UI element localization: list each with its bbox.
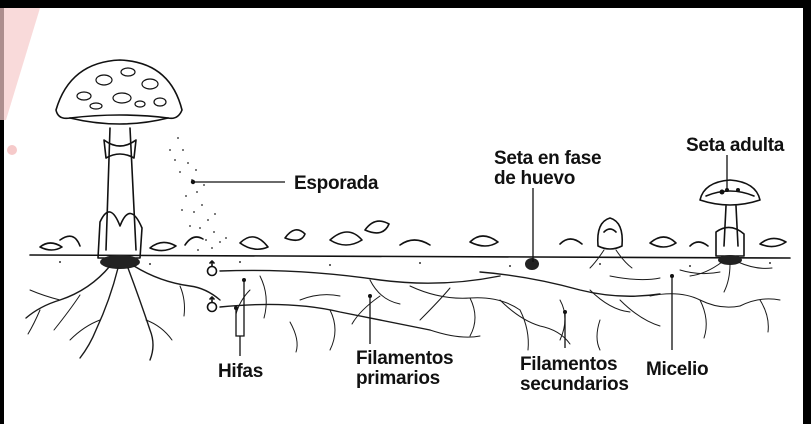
label-micelio: Micelio <box>646 359 708 380</box>
label-esporada: Esporada <box>294 173 379 194</box>
label-hifas: Hifas <box>218 361 263 382</box>
egg-phase-mushroom-small <box>525 258 539 270</box>
label-seta-adulta: Seta adulta <box>686 135 785 156</box>
egg-phase-mushroom <box>590 218 632 268</box>
label-seta-huevo-line1: Seta en fase <box>494 148 601 169</box>
corner-dot <box>7 145 17 155</box>
mycelium-network <box>220 270 780 352</box>
ground-line <box>30 255 790 258</box>
soil-texture <box>59 261 771 267</box>
adult-mushroom <box>690 180 772 292</box>
label-filamentos-secundarios-line2: secundarios <box>520 374 629 395</box>
label-filamentos-secundarios-line1: Filamentos <box>520 354 617 375</box>
corner-accent <box>0 8 40 120</box>
hyphae-symbols <box>208 261 217 312</box>
right-border <box>803 0 811 424</box>
top-border <box>0 0 811 8</box>
label-seta-huevo-line2: de huevo <box>494 168 575 189</box>
label-filamentos-primarios-line1: Filamentos <box>356 348 453 369</box>
large-mushroom-roots <box>26 266 220 360</box>
label-filamentos-primarios-line2: primarios <box>356 368 440 389</box>
surface-debris <box>40 221 786 250</box>
spore-shower <box>169 137 227 251</box>
